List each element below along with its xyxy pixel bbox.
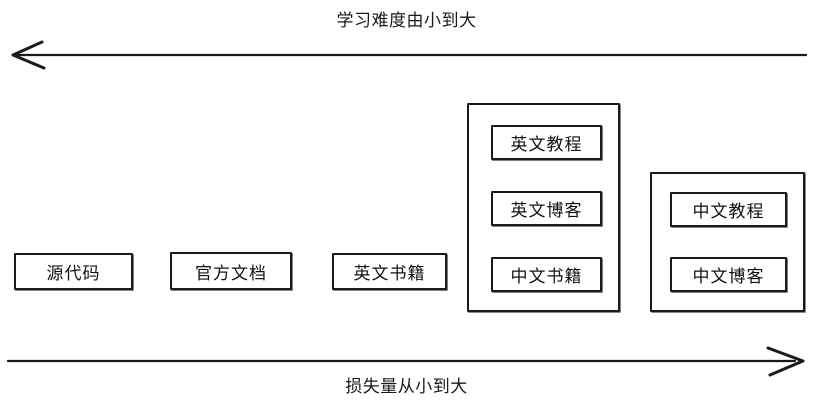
node-chinese-blog[interactable]: 中文博客 xyxy=(670,257,787,292)
top-axis-label: 学习难度由小到大 xyxy=(336,11,477,31)
node-label: 源代码 xyxy=(46,264,101,284)
loss-axis-arrow xyxy=(6,346,805,377)
node-label: 中文教程 xyxy=(692,202,765,222)
node-label: 英文博客 xyxy=(510,201,583,221)
node-chinese-tutorial[interactable]: 中文教程 xyxy=(670,192,787,227)
node-english-blog[interactable]: 英文博客 xyxy=(491,191,602,226)
node-label: 中文书籍 xyxy=(510,267,583,287)
node-chinese-books[interactable]: 中文书籍 xyxy=(491,257,602,292)
node-label: 英文教程 xyxy=(510,135,583,155)
node-english-tutorial[interactable]: 英文教程 xyxy=(491,125,602,160)
node-english-books[interactable]: 英文书籍 xyxy=(332,253,447,290)
node-label: 中文博客 xyxy=(692,267,765,287)
group-group-english-stack[interactable]: 英文教程英文博客中文书籍 xyxy=(467,103,620,312)
group-group-chinese-stack[interactable]: 中文教程中文博客 xyxy=(650,172,805,312)
bottom-axis-label: 损失量从小到大 xyxy=(345,377,468,397)
node-label: 英文书籍 xyxy=(353,264,426,284)
node-source-code[interactable]: 源代码 xyxy=(14,253,133,290)
difficulty-axis-arrow xyxy=(11,40,808,70)
node-label: 官方文档 xyxy=(195,263,267,284)
node-official-docs[interactable]: 官方文档 xyxy=(170,252,292,290)
